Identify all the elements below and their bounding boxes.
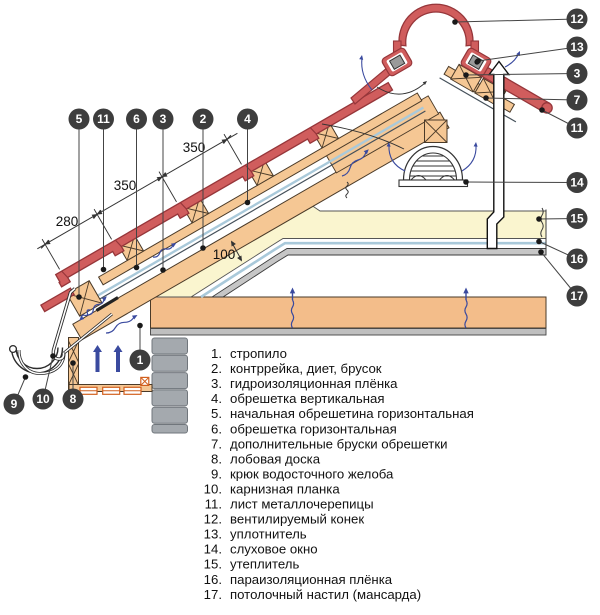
svg-text:10: 10 [36, 392, 50, 406]
svg-text:350: 350 [183, 140, 206, 155]
svg-text:обрешетка вертикальная: обрешетка вертикальная [230, 391, 385, 406]
svg-text:350: 350 [114, 178, 137, 193]
svg-text:7.: 7. [211, 436, 222, 451]
svg-text:8.: 8. [211, 451, 222, 466]
svg-text:6.: 6. [211, 421, 222, 436]
svg-text:лист металлочерепицы: лист металлочерепицы [230, 497, 374, 512]
svg-text:17.: 17. [204, 587, 222, 602]
svg-text:дополнительные бруски обрешетк: дополнительные бруски обрешетки [230, 436, 447, 451]
svg-text:10.: 10. [204, 481, 222, 496]
svg-text:16.: 16. [204, 572, 222, 587]
svg-text:лобовая доска: лобовая доска [230, 451, 321, 466]
svg-text:4: 4 [244, 112, 251, 126]
svg-text:13: 13 [570, 40, 584, 54]
svg-text:9: 9 [11, 397, 18, 411]
svg-text:уплотнитель: уплотнитель [230, 527, 307, 542]
svg-text:12.: 12. [204, 512, 222, 527]
svg-text:3: 3 [160, 112, 167, 126]
svg-text:слуховое окно: слуховое окно [230, 542, 318, 557]
svg-text:14: 14 [570, 176, 584, 190]
svg-text:8: 8 [70, 392, 77, 406]
svg-text:14.: 14. [204, 542, 222, 557]
svg-text:гидроизоляционная плёнка: гидроизоляционная плёнка [230, 376, 398, 391]
svg-text:обрешетка горизонтальная: обрешетка горизонтальная [230, 421, 397, 436]
svg-text:3: 3 [574, 67, 581, 81]
svg-text:11.: 11. [205, 497, 222, 512]
svg-text:9.: 9. [211, 466, 222, 481]
svg-text:11: 11 [571, 121, 584, 135]
svg-text:крюк водосточного желоба: крюк водосточного желоба [230, 466, 394, 481]
svg-text:15.: 15. [204, 557, 222, 572]
svg-text:280: 280 [56, 214, 79, 229]
svg-text:1.: 1. [211, 346, 222, 361]
svg-text:контррейка, диет, брусок: контррейка, диет, брусок [230, 361, 382, 376]
svg-text:2.: 2. [211, 361, 222, 376]
svg-text:5: 5 [76, 112, 83, 126]
svg-text:100: 100 [213, 247, 236, 262]
svg-text:2: 2 [200, 112, 207, 126]
svg-text:11: 11 [97, 112, 110, 126]
svg-text:4.: 4. [211, 391, 222, 406]
svg-text:13.: 13. [204, 527, 222, 542]
svg-text:6: 6 [133, 112, 140, 126]
svg-text:стропило: стропило [230, 346, 287, 361]
svg-text:утеплитель: утеплитель [230, 557, 300, 572]
svg-text:5.: 5. [211, 406, 222, 421]
svg-text:12: 12 [570, 12, 584, 26]
svg-text:начальная обрешетина горизонта: начальная обрешетина горизонтальная [230, 406, 474, 421]
svg-text:потолочный настил (мансарда): потолочный настил (мансарда) [230, 587, 421, 602]
svg-text:17: 17 [570, 289, 584, 303]
svg-text:1: 1 [137, 353, 144, 367]
svg-text:параизоляционная плёнка: параизоляционная плёнка [230, 572, 393, 587]
svg-text:карнизная планка: карнизная планка [230, 481, 340, 496]
svg-text:15: 15 [570, 212, 584, 226]
svg-text:16: 16 [570, 252, 584, 266]
svg-text:7: 7 [574, 93, 581, 107]
svg-text:вентилируемый конек: вентилируемый конек [230, 512, 364, 527]
svg-text:3.: 3. [211, 376, 222, 391]
